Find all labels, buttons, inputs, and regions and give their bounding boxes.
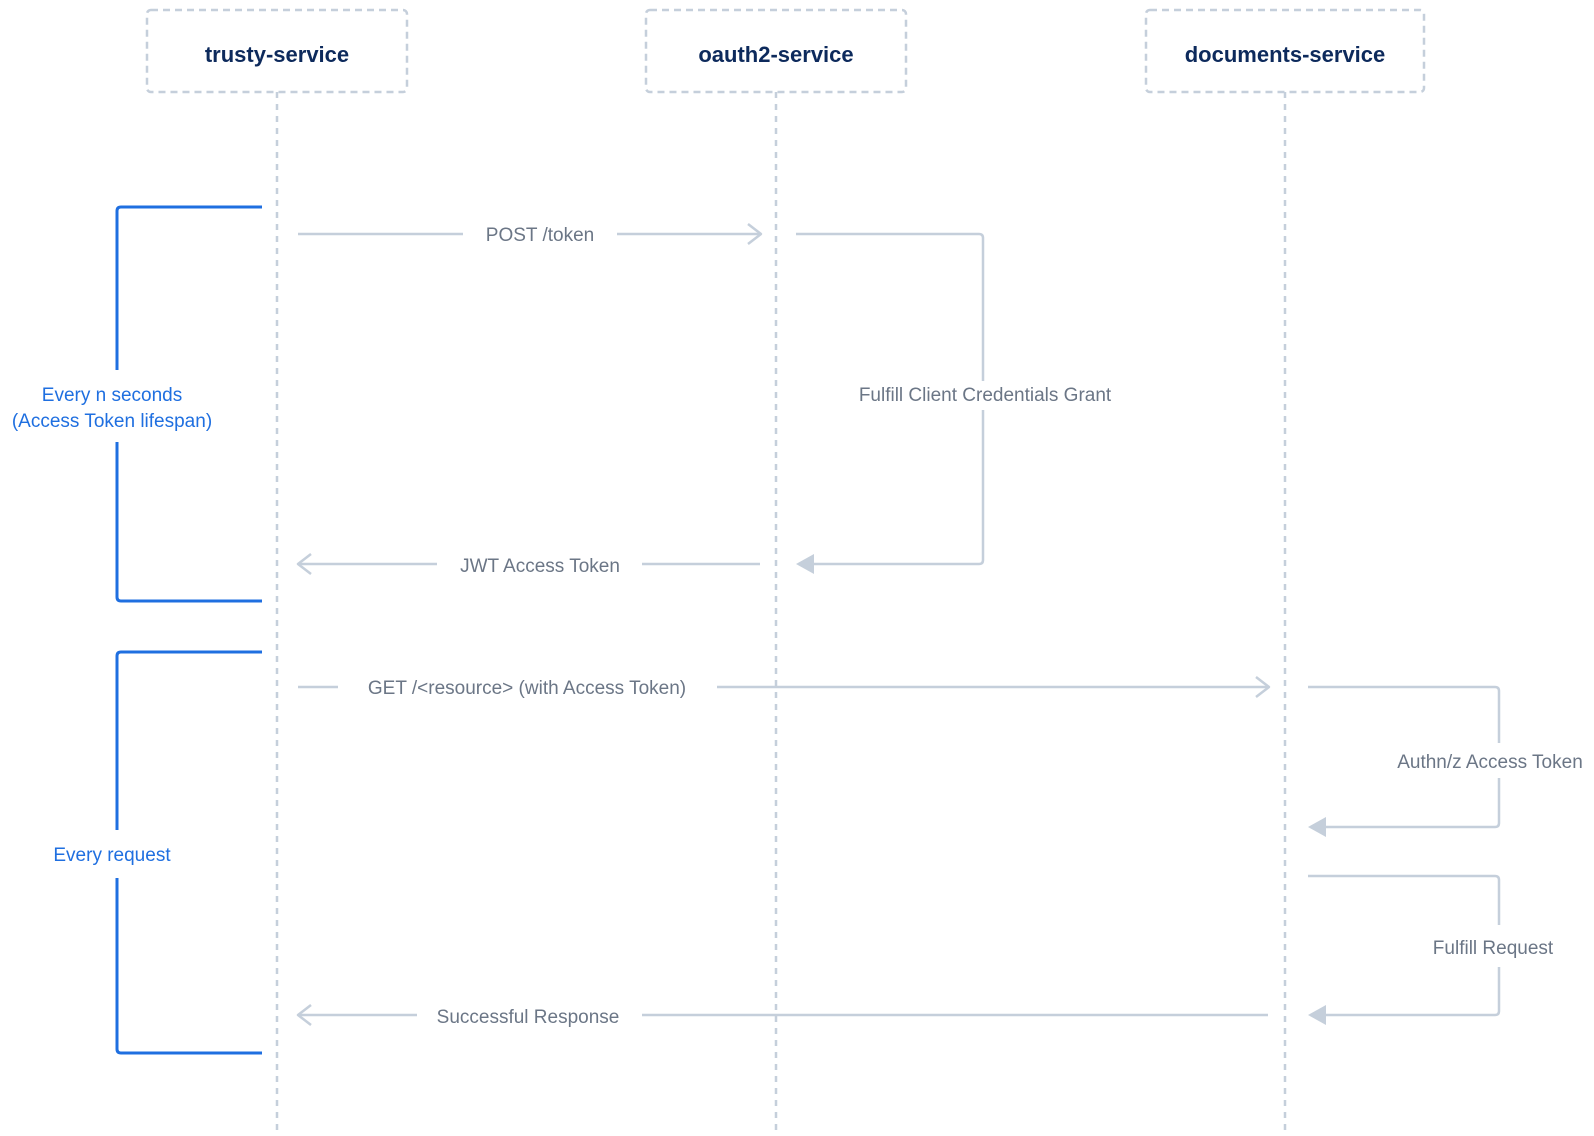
participant-documents-service: documents-service <box>1144 8 1426 94</box>
group-per-request: Every request <box>53 650 262 1055</box>
participant-box <box>644 8 908 94</box>
message-label: POST /token <box>486 225 594 246</box>
message-label: Fulfill Request <box>1433 938 1554 959</box>
arrow-head-icon <box>1308 817 1326 837</box>
group-token-refresh: Every n seconds (Access Token lifespan) <box>12 205 262 603</box>
message-line <box>1326 967 1501 1017</box>
message-line <box>1326 778 1501 829</box>
message-line <box>1308 874 1501 925</box>
participant-oauth2-service: oauth2-service <box>644 8 908 94</box>
message-post-token: POST /token <box>298 223 763 246</box>
participant-box <box>145 8 409 94</box>
message-line <box>796 232 985 381</box>
group-bracket-bottom <box>115 878 262 1055</box>
message-line <box>814 410 985 566</box>
message-label: GET /<resource> (with Access Token) <box>368 678 686 699</box>
arrow-head-icon <box>296 1004 312 1026</box>
arrow-head-icon <box>1308 1005 1326 1025</box>
message-jwt-token: JWT Access Token <box>296 553 760 577</box>
group-bracket-top <box>115 205 262 370</box>
message-fulfill-request: Fulfill Request <box>1308 874 1554 1025</box>
participant-label: trusty-service <box>205 42 349 67</box>
group-bracket-top <box>115 650 262 830</box>
message-get-resource: GET /<resource> (with Access Token) <box>298 676 1271 699</box>
message-line <box>1308 685 1501 743</box>
arrow-head-icon <box>1255 676 1271 698</box>
message-authnz: Authn/z Access Token <box>1308 685 1583 837</box>
message-label: JWT Access Token <box>460 556 620 577</box>
group-label-line: (Access Token lifespan) <box>12 411 212 432</box>
arrow-head-icon <box>747 223 763 245</box>
group-bracket-bottom <box>115 442 262 603</box>
participant-label: documents-service <box>1185 42 1386 67</box>
message-success: Successful Response <box>296 1004 1268 1028</box>
participant-box <box>1144 8 1426 94</box>
message-fulfill-grant: Fulfill Client Credentials Grant <box>796 232 1112 574</box>
message-label: Successful Response <box>437 1007 620 1028</box>
participant-trusty-service: trusty-service <box>145 8 409 94</box>
group-label-line: Every n seconds <box>42 385 182 406</box>
participant-label: oauth2-service <box>698 42 853 67</box>
arrow-head-icon <box>296 553 312 575</box>
arrow-head-icon <box>796 554 814 574</box>
message-label: Authn/z Access Token <box>1397 752 1583 773</box>
group-label-line: Every request <box>53 845 171 866</box>
message-label: Fulfill Client Credentials Grant <box>859 385 1112 406</box>
